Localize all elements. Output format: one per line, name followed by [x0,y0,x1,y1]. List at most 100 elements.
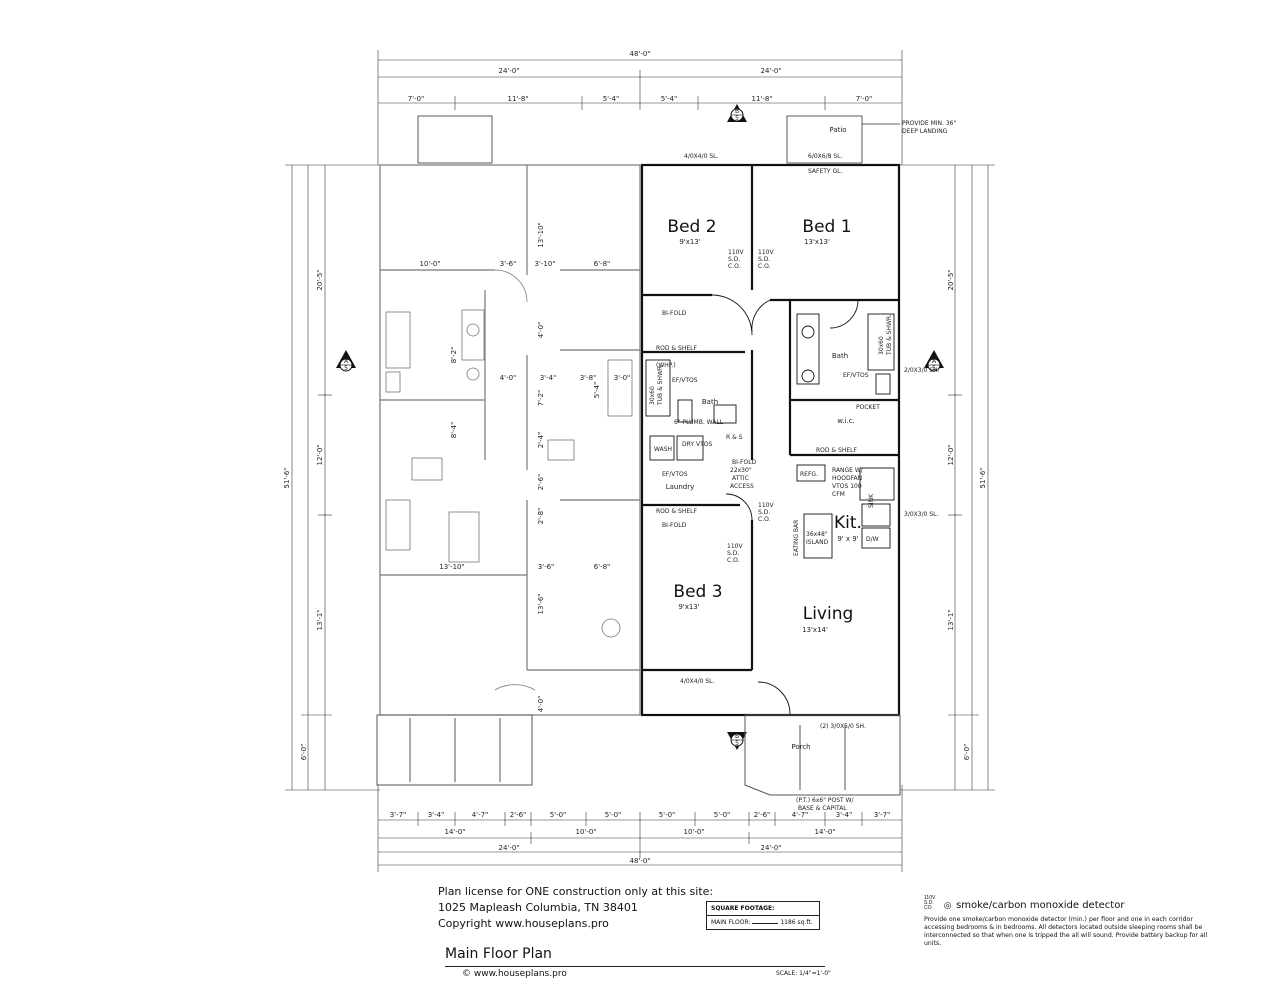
svg-text:A: A [344,358,349,365]
room-kitchen: Kit. [834,513,862,533]
room-kitchen-size: 9' x 9' [837,535,858,543]
dim-top-seg: 7'-0" [408,95,425,103]
detector-hall: S.D. [758,509,770,516]
room-living: Living [803,604,854,624]
dim-interior: 4'-0" [537,696,545,713]
dim-bottom-seg: 5'-0" [714,811,731,819]
svg-text:B: B [735,733,739,740]
window-bed3: 4/0X4/0 SL. [680,678,714,685]
dim-side-mid-left: 12'-0" [316,444,324,465]
dim-side-lower-left: 13'-1" [316,609,324,630]
room-bed2: Bed 2 [667,217,716,237]
dim-bottom-seg: 5'-0" [659,811,676,819]
exhaust-fan-laundry: EF/VTOS [662,471,688,478]
dim-bottom-seg: 4'-7" [792,811,809,819]
porches [376,714,901,796]
dim-bottom-seg: 2'-6" [754,811,771,819]
dimension-lines [285,50,995,872]
exhaust-fan-bath1: EF/VTOS [843,372,869,379]
landing-note: PROVIDE MIN. 36" [902,120,956,127]
dim-side-porch-left: 6'-0" [300,744,308,761]
right-unit-fixtures [645,294,895,715]
dim-interior: 3'-8" [580,374,597,382]
section-marker-right: A 5 [924,350,944,372]
dim-interior: 3'-10" [534,260,555,268]
detector-bed3: 110V [727,543,743,550]
attic-access-note: 22x30" [730,467,752,474]
svg-text:A: A [932,358,937,365]
svg-text:5: 5 [932,365,936,372]
dim-side-total-right: 51'-6" [979,467,987,488]
detector-legend: 110V S.D. CO ◎ smoke/carbon monoxide det… [924,895,1224,948]
detector-bed3: C.O. [727,557,740,564]
landing-note: DEEP LANDING [902,128,948,135]
dim-half-bottom-right: 24'-0" [760,844,781,852]
plumbing-wall-note: 6" PLUMB. WALL [674,419,724,426]
dim-interior: 13'-6" [537,593,545,614]
dim-bottom-seg: 3'-7" [874,811,891,819]
rod-shelf-short: R & S [726,434,743,441]
eating-bar-note: EATING BAR [793,520,800,556]
dim-interior: 3'-4" [540,374,557,382]
window-porch: (2) 3/0X5/0 SH. [820,723,866,730]
island-note: 36x48" [806,531,828,538]
room-bed3-size: 9'x13' [678,603,699,611]
footer-copyright: © www.houseplans.pro [462,969,567,979]
dim-interior: 2'-6" [537,474,545,491]
dim-interior: 2'-8" [537,508,545,525]
dim-side-lower-right: 13'-1" [947,609,955,630]
dim-bottom-seg: 5'-0" [605,811,622,819]
dim-top-seg: 5'-4" [603,95,620,103]
exhaust-fan-bath2: EF/VTOS [672,377,698,384]
dryer-label: DRY VTOS [682,441,712,448]
dim-interior: 3'-6" [538,563,555,571]
patio-label: Patio [829,126,846,134]
detector-bed1: S.D. [758,256,770,263]
dim-interior: 8'-4" [450,422,458,439]
detector-hall: 110V [758,502,774,509]
dim-interior: 4'-0" [537,322,545,339]
svg-text:B: B [735,108,739,115]
dim-interior: 10'-0" [419,260,440,268]
dim-side-total-left: 51'-6" [283,467,291,488]
sqft-row: MAIN FLOOR: 1186 sq.ft. [707,916,819,929]
dim-interior: 3'-0" [614,374,631,382]
dim-bottom-seg: 5'-0" [550,811,567,819]
attic-access-note: ACCESS [730,483,754,490]
detector-bed2: S.D. [728,256,740,263]
porch-post-note: BASE & CAPITAL [798,805,847,812]
dim-bottom-seg: 3'-7" [390,811,407,819]
dim-half-top-right: 24'-0" [760,67,781,75]
dim-half-top-left: 24'-0" [498,67,519,75]
dim-interior: 8'-2" [450,347,458,364]
section-marker-left: A 5 [336,350,356,372]
svg-text:5: 5 [735,740,739,747]
dim-bottom-seg: 10'-0" [575,828,596,836]
porch-post-note: (P.T.) 6x6" POST W/ [796,797,855,804]
room-bath2: Bath [702,398,718,406]
rod-shelf-wic: ROD & SHELF [816,447,857,454]
tub-note: TUB & SHWR. [657,364,664,406]
legend-title: smoke/carbon monoxide detector [956,900,1125,911]
detector-legend-symbol: 110V S.D. CO [924,895,936,912]
washer-label: WASH [654,446,672,453]
sqft-label: MAIN FLOOR: [711,919,751,926]
dim-top-seg: 11'-8" [751,95,772,103]
dim-half-bottom-left: 24'-0" [498,844,519,852]
detector-hall: C.O. [758,516,771,523]
detector-bed2: 110V [728,249,744,256]
dim-side-upper-right: 20'-5" [947,269,955,290]
room-bed3: Bed 3 [673,582,722,602]
dim-overall-bottom: 48'-0" [629,857,650,865]
rod-shelf-bed2: ROD & SHELF [656,345,697,352]
room-bed2-size: 9'x13' [679,238,700,246]
window-side: 2/0X3/0 SH. [904,367,940,374]
room-porch: Porch [791,743,810,751]
dim-porch-left: 14'-0" [444,828,465,836]
room-wic: w.i.c. [837,417,855,425]
section-marker-bottom: B 5 [727,732,747,750]
room-bath1: Bath [832,352,848,360]
plan-title: Main Floor Plan [445,946,552,962]
dim-porch-right: 14'-0" [814,828,835,836]
bifold-bed3: BI-FOLD [662,522,687,529]
